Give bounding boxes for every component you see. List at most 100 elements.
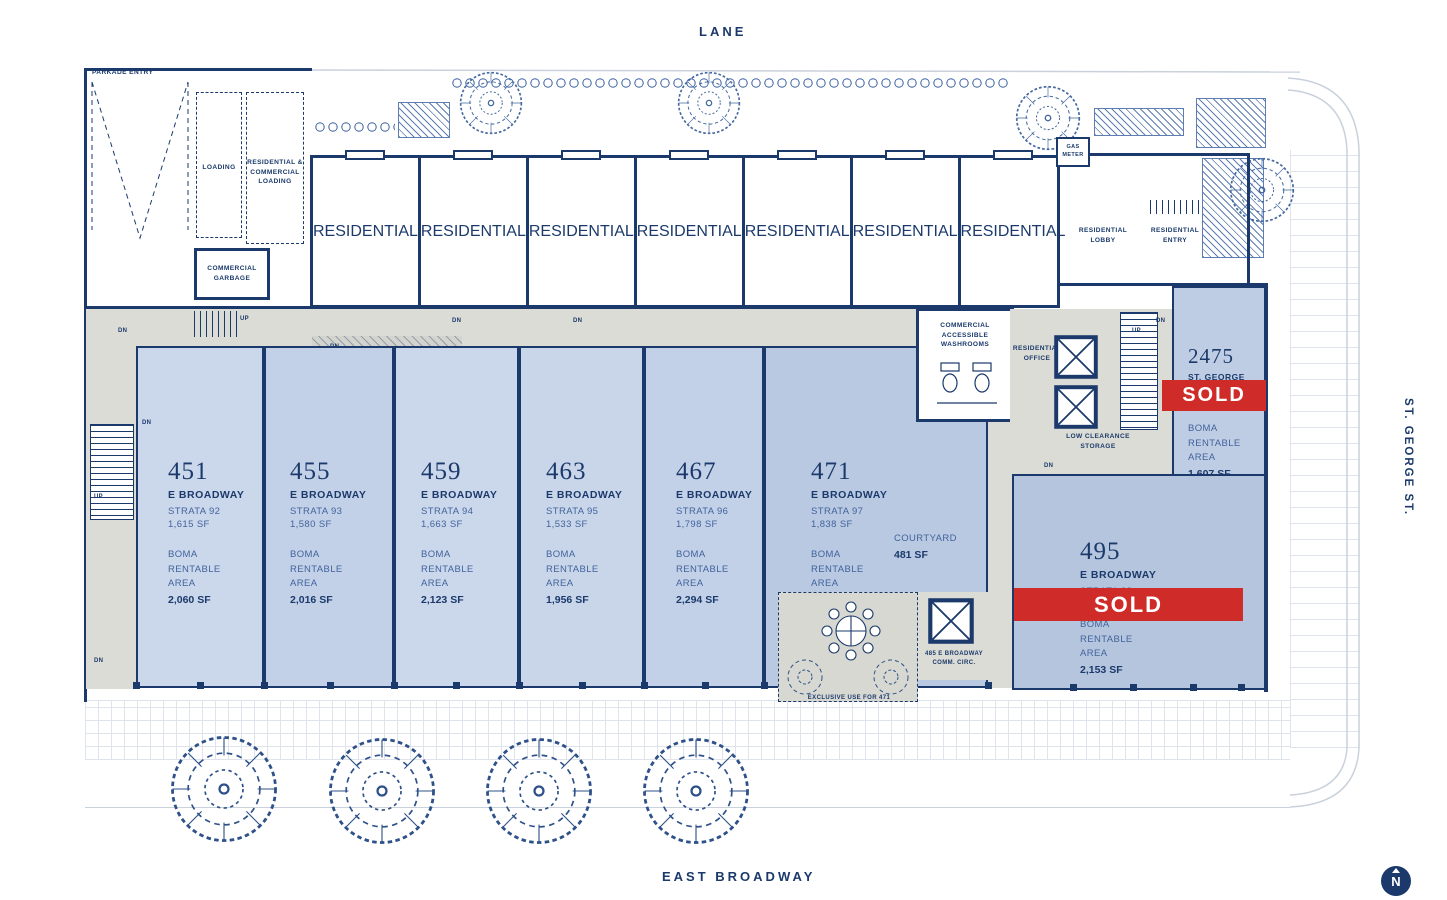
up-marker: UP (240, 316, 249, 322)
wall-lobby-bottom (1060, 283, 1268, 286)
dn-marker: DN (330, 344, 340, 350)
tree-icon (486, 738, 592, 844)
unit-number: 2475 (1188, 344, 1234, 368)
courtyard-area (778, 592, 918, 702)
wall-right (1264, 284, 1268, 692)
courtyard-furniture-icon (787, 601, 909, 695)
unit-451[interactable]: 451 E BROADWAY STRATA 92 1,615 SF BOMA R… (136, 346, 264, 688)
unit-number: 467 (676, 458, 717, 485)
column (453, 682, 460, 689)
unit-sf: 1,798 SF (676, 519, 718, 530)
low-clearance-label: LOW CLEARANCE STORAGE (1066, 433, 1130, 450)
garage-door-icon (992, 150, 1033, 160)
loading-label: LOADING (202, 164, 236, 171)
unit-number: 463 (546, 458, 587, 485)
unit-strata: STRATA 96 (676, 506, 729, 517)
unit-boma-sf: 2,153 SF (1080, 664, 1123, 677)
unit-number: 455 (290, 458, 331, 485)
tree-icon (1229, 157, 1295, 223)
unit-boma-sf: 2,016 SF (290, 594, 333, 607)
residential-bay: RESIDENTIAL (525, 150, 634, 305)
dn-marker: DN (1044, 463, 1054, 469)
loading-bay (196, 92, 242, 238)
unit-495[interactable]: 495 E BROADWAY STRATA 98 BOMA RENTABLE A… (1012, 474, 1268, 690)
unit-sf: 1,533 SF (546, 519, 588, 530)
sold-banner-2475: SOLD (1162, 380, 1266, 411)
unit-459[interactable]: 459 E BROADWAY STRATA 94 1,663 SF BOMA R… (394, 346, 519, 688)
exclusive-use-label: EXCLUSIVE USE FOR 471 (807, 695, 891, 701)
unit-street: E BROADWAY (811, 489, 888, 501)
residential-label: RESIDENTIAL (744, 222, 850, 240)
entry-paving (1150, 200, 1202, 214)
res-comm-loading-bay (246, 92, 304, 244)
tree-icon (459, 71, 523, 135)
stairs (194, 311, 238, 337)
residential-label: RESIDENTIAL (420, 222, 526, 240)
unit-street: E BROADWAY (421, 489, 498, 501)
dn-marker: DN (118, 328, 128, 334)
courtyard-label: COURTYARD (894, 533, 957, 544)
unit-467[interactable]: 467 E BROADWAY STRATA 96 1,798 SF BOMA R… (644, 346, 764, 688)
planter (1202, 158, 1264, 258)
column (516, 682, 523, 689)
column (1190, 684, 1197, 691)
gas-meter-label: GAS METER (1062, 144, 1084, 158)
residential-garage-row: RESIDENTIAL RESIDENTIAL RESIDENTIAL RESI… (310, 150, 1065, 308)
column (1238, 684, 1245, 691)
column (761, 682, 768, 689)
residential-lobby-label: RESIDENTIAL LOBBY (1078, 227, 1128, 244)
unit-boma-label: BOMA RENTABLE AREA (290, 549, 343, 590)
residential-office-label: RESIDENTIAL OFFICE (1012, 345, 1062, 362)
garage-door-icon (453, 150, 494, 160)
st-george-label: ST. GEORGE ST. (1402, 398, 1414, 517)
unit-strata: STRATA 93 (290, 506, 343, 517)
corridor-top (108, 309, 1012, 347)
commercial-washrooms-label: COMMERCIAL ACCESSIBLE WASHROOMS (940, 322, 990, 349)
unit-number: 495 (1080, 538, 1121, 565)
planter (398, 102, 450, 138)
unit-sf: 1,615 SF (168, 519, 210, 530)
dn-marker: DN (573, 318, 583, 324)
shrub-row (313, 120, 395, 133)
residential-label: RESIDENTIAL (852, 222, 958, 240)
unit-boma-label: BOMA RENTABLE AREA (546, 549, 599, 590)
unit-street: E BROADWAY (290, 489, 367, 501)
stairwell (1120, 312, 1158, 430)
unit-boma-label: BOMA RENTABLE AREA (676, 549, 729, 590)
washroom-fixtures-icon (937, 362, 997, 404)
wall-lobby-right (1247, 153, 1250, 286)
unit-455[interactable]: 455 E BROADWAY STRATA 93 1,580 SF BOMA R… (264, 346, 394, 688)
unit-boma-label: BOMA RENTABLE AREA (168, 549, 221, 590)
unit-boma-label: BOMA RENTABLE AREA (421, 549, 474, 590)
garage-door-icon (561, 150, 602, 160)
up-marker: UP (94, 494, 103, 500)
column (579, 682, 586, 689)
planter (1196, 98, 1266, 148)
unit-463[interactable]: 463 E BROADWAY STRATA 95 1,533 SF BOMA R… (519, 346, 644, 688)
column (261, 682, 268, 689)
elevator-icon (1054, 384, 1098, 430)
column (1130, 684, 1137, 691)
garage-door-icon (885, 150, 926, 160)
column (985, 682, 992, 689)
column (391, 682, 398, 689)
unit-street: E BROADWAY (1080, 569, 1157, 581)
unit-number: 471 (811, 458, 852, 485)
sold-banner-495: SOLD (1014, 588, 1243, 621)
sidewalk-bottom-outer (85, 760, 1290, 808)
residential-label: RESIDENTIAL (636, 222, 742, 240)
commercial-garbage-room: COMMERCIAL GARBAGE (194, 248, 270, 300)
comm-circ-label: 485 E BROADWAY COMM. CIRC. (924, 651, 984, 666)
gas-meter-box: GAS METER (1056, 137, 1090, 167)
wall-left (84, 68, 87, 702)
residential-label: RESIDENTIAL (960, 222, 1066, 240)
unit-boma-label: BOMA RENTABLE AREA (1080, 619, 1133, 660)
elevator-icon (928, 598, 974, 644)
wall-corridor-top (84, 306, 1014, 309)
lane-label: LANE (699, 24, 747, 39)
residential-bay: RESIDENTIAL (417, 150, 526, 305)
column (327, 682, 334, 689)
dn-marker: DN (94, 658, 104, 664)
residential-bay: RESIDENTIAL (849, 150, 958, 305)
commercial-garbage-label: COMMERCIAL GARBAGE (207, 265, 257, 282)
